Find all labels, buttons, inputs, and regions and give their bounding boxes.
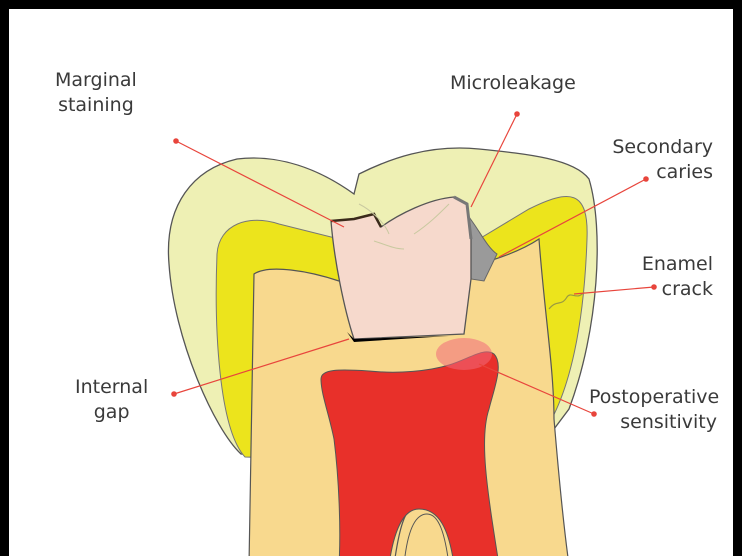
label-internal-gap-line1: Internal xyxy=(75,375,148,400)
label-marginal-staining: Marginal staining xyxy=(55,68,137,118)
label-internal-gap: Internal gap xyxy=(75,375,148,425)
label-postoperative-sensitivity-line2: sensitivity xyxy=(589,410,717,435)
label-enamel-crack-line1: Enamel xyxy=(629,252,713,277)
sensitivity-glow xyxy=(436,338,492,370)
label-marginal-staining-line2: staining xyxy=(55,93,137,118)
label-postoperative-sensitivity: Postoperative sensitivity xyxy=(589,385,717,435)
label-secondary-caries-line2: caries xyxy=(607,160,713,185)
label-secondary-caries-line1: Secondary xyxy=(607,135,713,160)
label-postoperative-sensitivity-line1: Postoperative xyxy=(589,385,717,410)
label-microleakage-line1: Microleakage xyxy=(450,71,576,96)
label-secondary-caries: Secondary caries xyxy=(607,135,713,185)
label-enamel-crack: Enamel crack xyxy=(629,252,713,302)
label-enamel-crack-line2: crack xyxy=(629,277,713,302)
label-marginal-staining-line1: Marginal xyxy=(55,68,137,93)
label-internal-gap-line2: gap xyxy=(75,400,148,425)
label-microleakage: Microleakage xyxy=(450,71,576,96)
